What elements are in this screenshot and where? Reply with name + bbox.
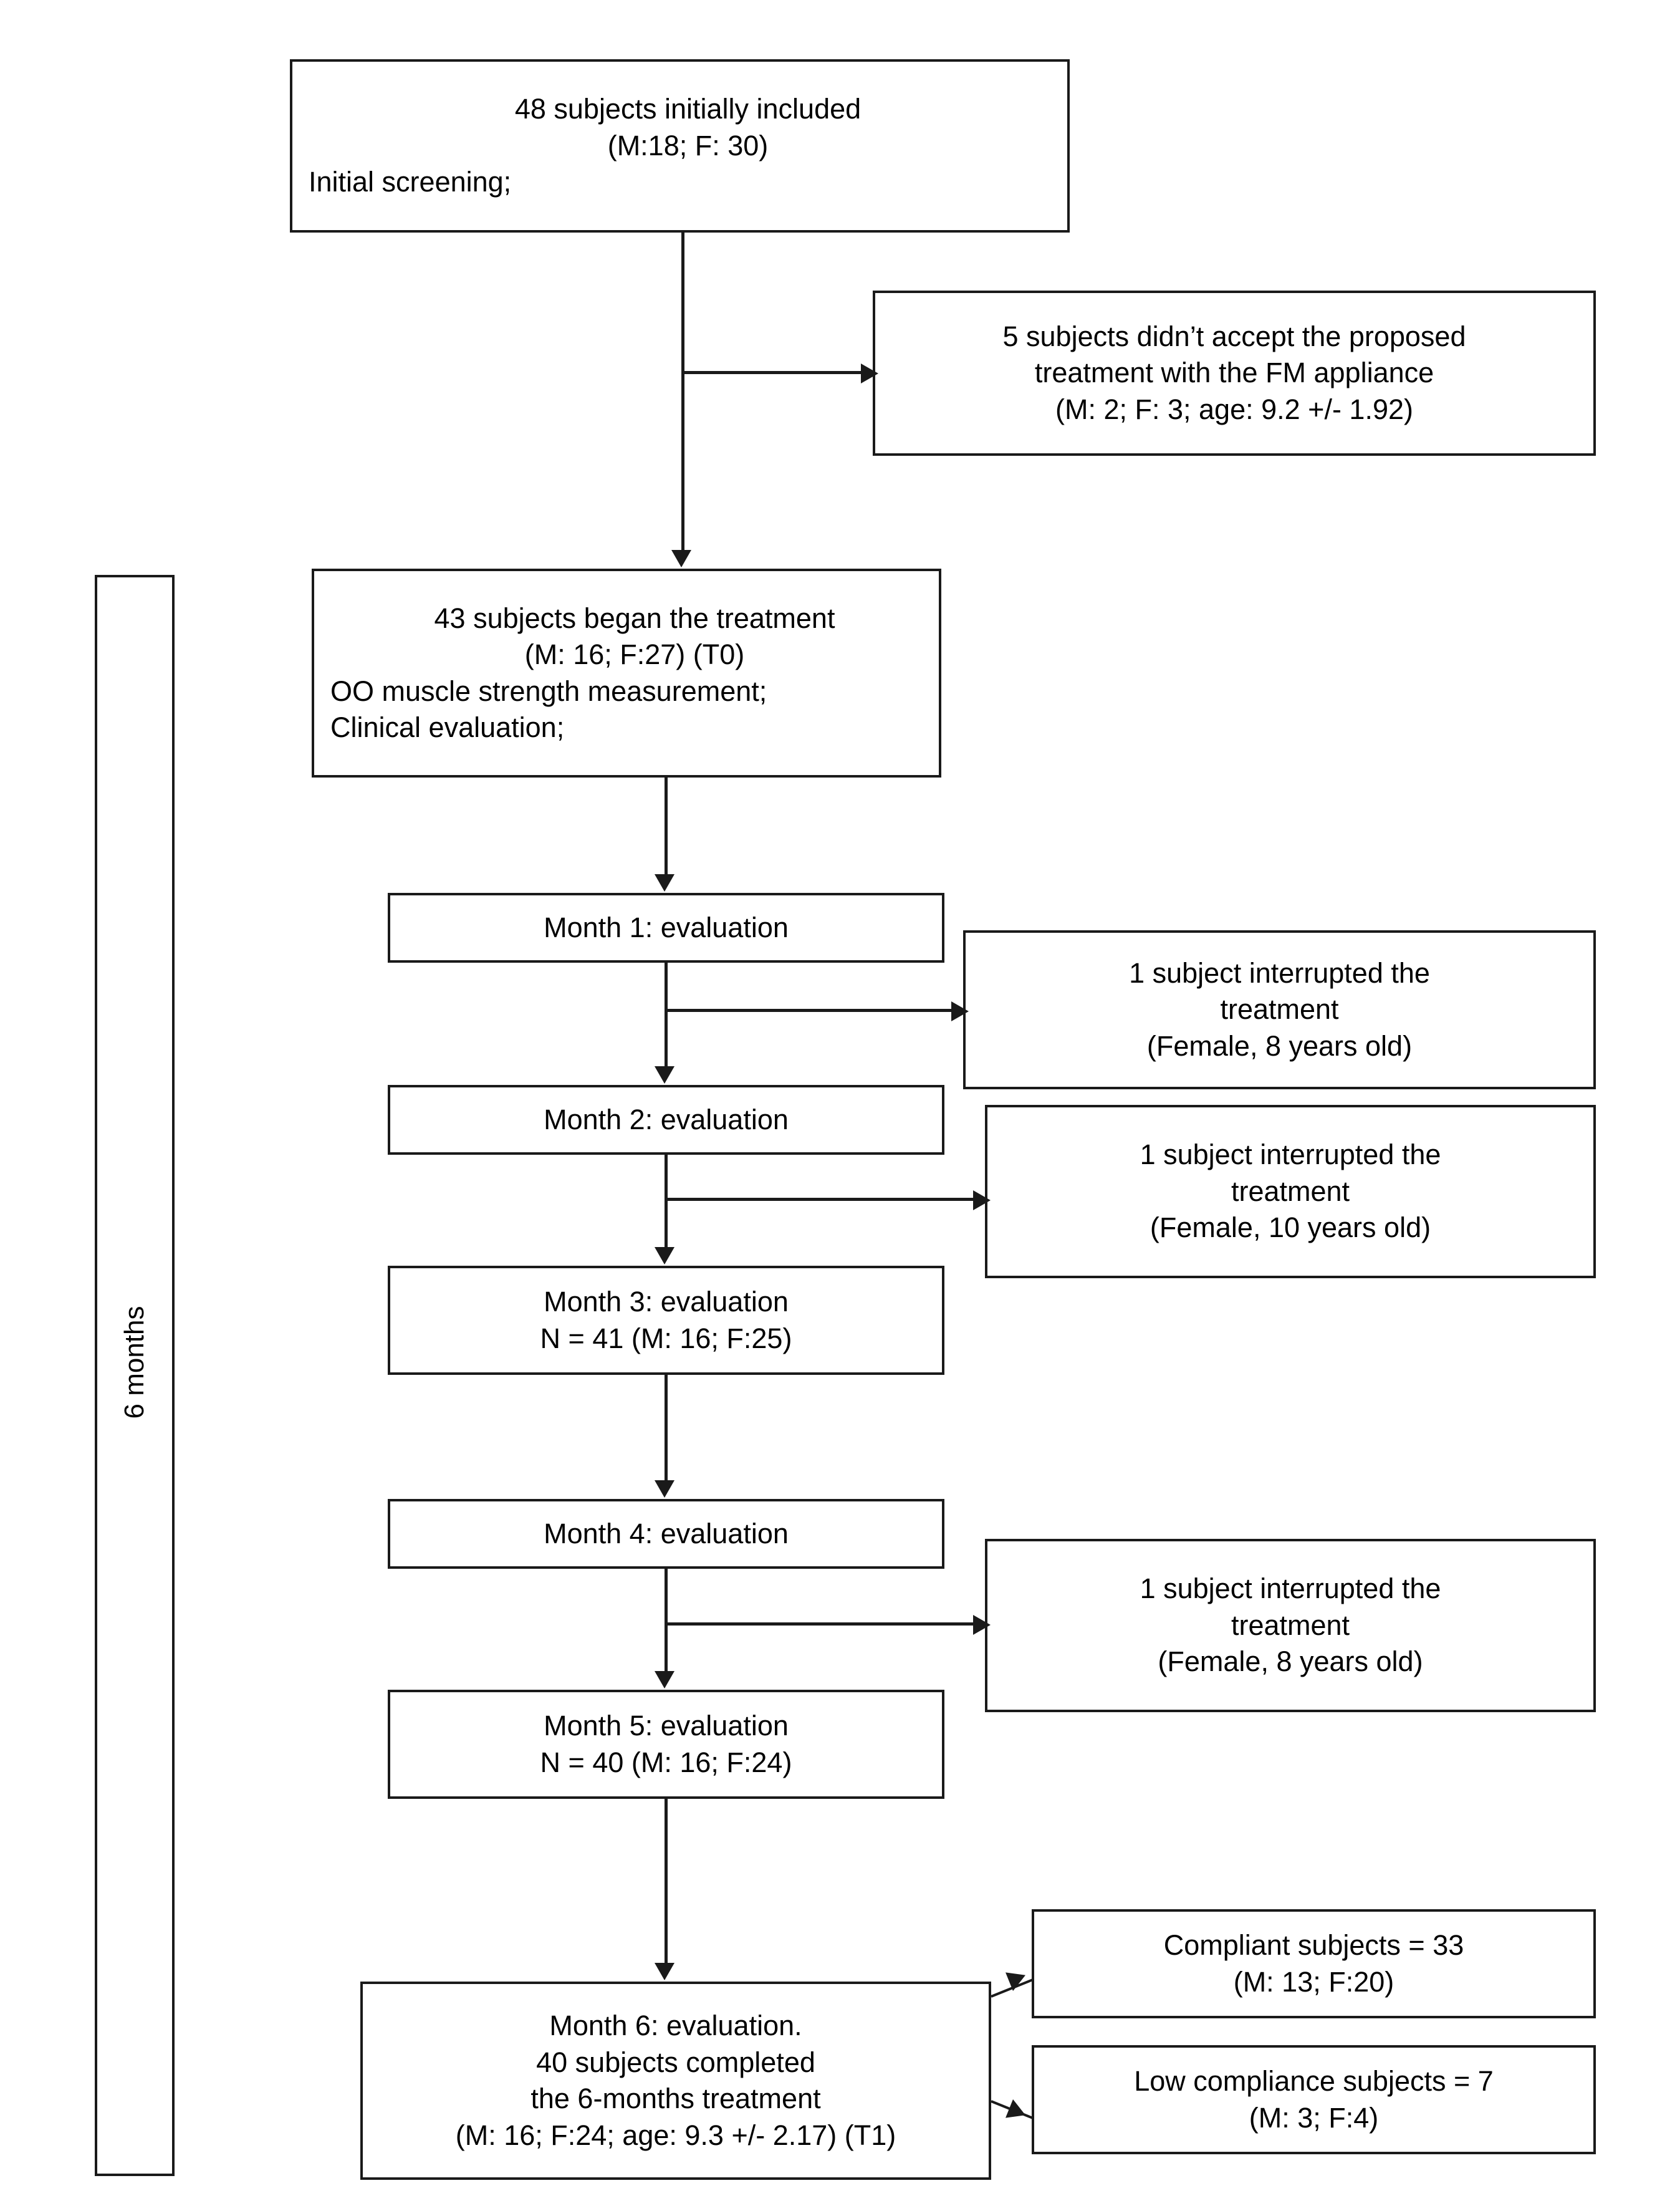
month-5-line-2: N = 40 (M: 16; F:24) [540,1746,792,1778]
month-3-line-2: N = 41 (M: 16; F:25) [540,1322,792,1354]
arrowhead-month1-to-month2 [655,1066,674,1084]
not-accepted-box: 5 subjects didn’t accept the proposed tr… [873,291,1596,456]
connector-month3-to-month4 [665,1375,668,1480]
month-6-line-1: Month 6: evaluation. [549,2010,802,2041]
arrowhead-month3-to-month4 [655,1480,674,1498]
arrowhead-month2-to-month3 [655,1247,674,1264]
dropout-2-line-2: treatment [1231,1175,1350,1207]
dropout-month-4-box: 1 subject interrupted the treatment (Fem… [985,1539,1596,1712]
compliant-line-1: Compliant subjects = 33 [1163,1929,1464,1961]
arrowhead-began-to-month1 [655,874,674,892]
began-treatment-box: 43 subjects began the treatment (M: 16; … [312,569,941,778]
arrowhead-month1-to-dropout1 [951,1001,969,1021]
not-accepted-line-1: 5 subjects didn’t accept the proposed [1002,320,1466,352]
connector-month4-to-dropout3 [665,1622,973,1626]
connector-month2-to-month3 [665,1155,668,1247]
arrowhead-initial-to-began [671,550,691,567]
dropout-month-2-box: 1 subject interrupted the treatment (Fem… [985,1105,1596,1278]
dropout-3-line-3: (Female, 8 years old) [1158,1645,1423,1678]
month-5-line-1: Month 5: evaluation [544,1710,789,1741]
month-6-line-4: (M: 16; F:24; age: 9.3 +/- 2.17) (T1) [455,2119,896,2151]
dropout-month-1-box: 1 subject interrupted the treatment (Fem… [963,930,1596,1089]
connector-initial-to-began [681,233,684,551]
initial-line-1: 48 subjects initially included [514,93,862,125]
began-line-4: Clinical evaluation; [330,711,565,743]
initial-line-2: (M:18; F: 30) [607,129,769,161]
month-6-line-3: the 6-months treatment [530,2083,821,2114]
dropout-3-line-1: 1 subject interrupted the [1140,1573,1441,1605]
month-2-line-1: Month 2: evaluation [544,1103,789,1135]
compliant-subjects-box: Compliant subjects = 33 (M: 13; F:20) [1032,1909,1596,2018]
month-5-box: Month 5: evaluation N = 40 (M: 16; F:24) [388,1690,944,1799]
arrowhead-month2-to-dropout2 [973,1190,991,1210]
initial-line-3: Initial screening; [309,166,512,198]
month-3-box: Month 3: evaluation N = 41 (M: 16; F:25) [388,1266,944,1375]
low-compliance-line-1: Low compliance subjects = 7 [1134,2065,1494,2097]
connector-month1-to-dropout1 [665,1009,951,1012]
month-4-line-1: Month 4: evaluation [544,1517,789,1549]
month-1-box: Month 1: evaluation [388,893,944,963]
month-2-box: Month 2: evaluation [388,1085,944,1155]
connector-began-to-month1 [665,778,668,874]
not-accepted-line-2: treatment with the FM appliance [1034,357,1434,389]
dropout-1-line-3: (Female, 8 years old) [1146,1029,1413,1062]
arrowhead-initial-to-excluded [861,364,878,383]
compliant-line-2: (M: 13; F:20) [1233,1965,1394,1998]
low-compliance-line-2: (M: 3; F:4) [1249,2101,1379,2134]
connector-month4-to-month5 [665,1569,668,1671]
began-line-1: 43 subjects began the treatment [434,602,835,634]
arrowhead-month6-to-low-compliance [1006,2099,1029,2125]
six-months-label: 6 months [119,1306,150,1419]
six-months-bracket [95,575,175,2176]
month-6-box: Month 6: evaluation. 40 subjects complet… [360,1982,991,2180]
connector-month2-to-dropout2 [665,1198,973,1201]
low-compliance-subjects-box: Low compliance subjects = 7 (M: 3; F:4) [1032,2045,1596,2154]
connector-initial-to-excluded [681,371,861,374]
connector-month5-to-month6 [665,1799,668,1963]
began-line-3: OO muscle strength measurement; [330,675,767,707]
dropout-1-line-2: treatment [1220,993,1339,1026]
dropout-1-line-1: 1 subject interrupted the [1129,956,1430,989]
not-accepted-line-3: (M: 2; F: 3; age: 9.2 +/- 1.92) [1055,393,1413,425]
month-4-box: Month 4: evaluation [388,1499,944,1569]
arrowhead-month4-to-dropout3 [973,1615,991,1635]
month-3-line-1: Month 3: evaluation [544,1286,789,1317]
initial-inclusion-box: 48 subjects initially included (M:18; F:… [290,59,1070,233]
dropout-2-line-1: 1 subject interrupted the [1140,1139,1441,1171]
arrowhead-month4-to-month5 [655,1671,674,1688]
began-line-2: (M: 16; F:27) (T0) [524,638,745,670]
dropout-2-line-3: (Female, 10 years old) [1150,1211,1431,1244]
connector-month1-to-month2 [665,963,668,1066]
month-1-line-1: Month 1: evaluation [544,911,789,943]
month-6-line-2: 40 subjects completed [536,2046,815,2078]
arrowhead-month5-to-month6 [655,1963,674,1980]
dropout-3-line-2: treatment [1231,1609,1350,1641]
